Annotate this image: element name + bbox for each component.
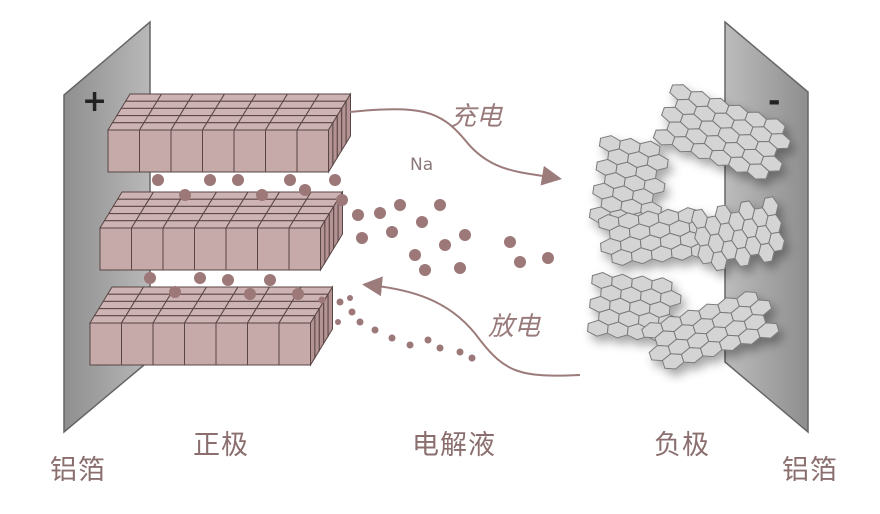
graphite-sheet <box>597 207 713 267</box>
sodium-ion <box>434 199 446 211</box>
sodium-ion <box>409 249 421 261</box>
sodium-ion <box>419 264 431 276</box>
sodium-ion <box>336 298 344 306</box>
plus-sign: + <box>82 84 108 119</box>
left-foil-label: 铝箔 <box>50 455 106 486</box>
sodium-ions <box>144 174 554 362</box>
sodium-ion <box>504 236 516 248</box>
charge-label: 充电 <box>450 102 503 132</box>
sodium-ion <box>468 354 476 362</box>
sodium-ion <box>348 308 356 316</box>
cathode-layer <box>89 285 334 367</box>
sodium-ion <box>222 274 234 286</box>
sodium-ion <box>356 318 364 326</box>
sodium-ion <box>416 216 428 228</box>
electrolyte-label: 电解液 <box>412 430 496 461</box>
sodium-ion <box>542 252 554 264</box>
sodium-ion <box>169 286 181 298</box>
minus-sign: - <box>768 84 781 119</box>
sodium-ion <box>152 174 164 186</box>
sodium-ion <box>144 272 156 284</box>
sodium-ion <box>232 174 244 186</box>
sodium-ion <box>299 184 311 196</box>
sodium-ion <box>347 295 353 301</box>
sodium-ion <box>356 232 368 244</box>
anode-label: 负极 <box>654 430 710 461</box>
sodium-ion <box>329 174 341 186</box>
sodium-ion <box>194 272 206 284</box>
sodium-ion <box>439 239 451 251</box>
sodium-ion <box>406 341 414 349</box>
charge-arrow <box>349 108 562 186</box>
graphite-sheet <box>691 196 786 272</box>
anode-graphite <box>587 84 792 370</box>
sodium-ion <box>374 207 386 219</box>
sodium-ion <box>459 229 471 241</box>
sodium-ion <box>204 174 216 186</box>
sodium-ion <box>256 189 268 201</box>
sodium-ion <box>284 174 296 186</box>
cathode-layer <box>99 190 344 272</box>
sodium-ion <box>352 209 364 221</box>
cathode-label: 正极 <box>193 430 249 461</box>
right-foil-label: 铝箔 <box>782 455 838 486</box>
sodium-ion <box>244 288 256 300</box>
sodium-ion <box>371 326 379 334</box>
sodium-ion <box>456 348 464 356</box>
sodium-ion <box>386 226 398 238</box>
sodium-ion <box>394 199 406 211</box>
sodium-ion <box>514 256 526 268</box>
sodium-ion <box>454 262 466 274</box>
sodium-ion <box>335 319 341 325</box>
graphite-sheet <box>652 84 792 180</box>
discharge-arrow <box>362 276 581 377</box>
sodium-ion <box>436 344 444 352</box>
sodium-ion <box>318 296 326 304</box>
ion-label: Na <box>410 155 434 175</box>
cathode-layer <box>107 92 352 174</box>
sodium-ion <box>424 336 432 344</box>
sodium-ion <box>388 334 396 342</box>
sodium-ion <box>292 288 304 300</box>
sodium-ion <box>336 194 348 206</box>
sodium-ion <box>264 274 276 286</box>
graphite-sheet <box>641 291 780 370</box>
discharge-label: 放电 <box>488 312 541 342</box>
cathode-stack <box>89 92 352 367</box>
sodium-ion <box>179 189 191 201</box>
